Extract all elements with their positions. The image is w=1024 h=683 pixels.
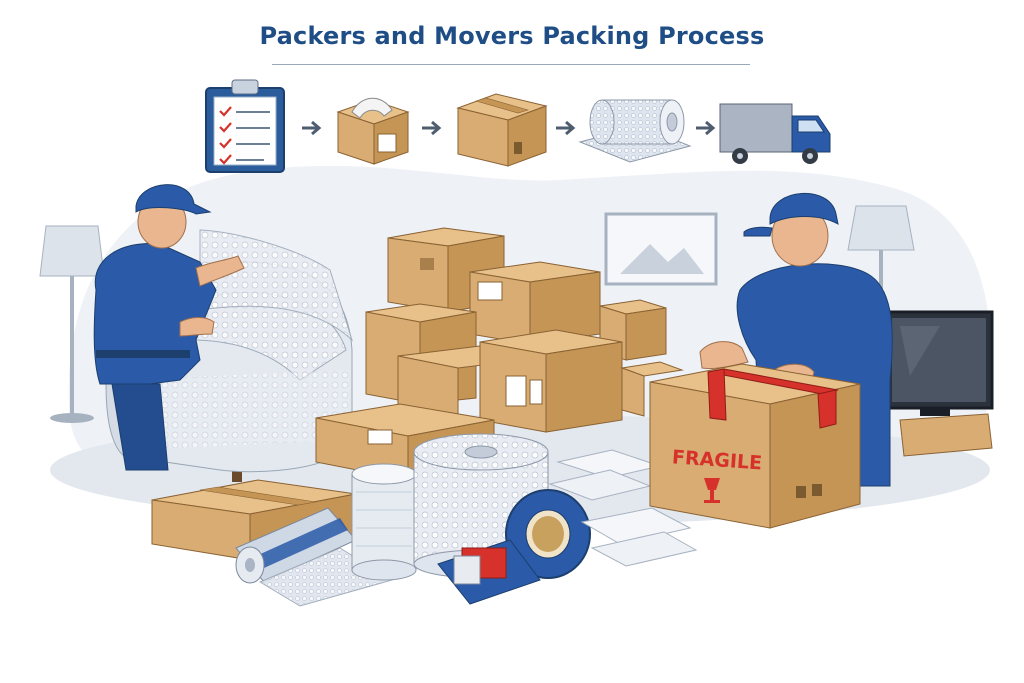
table-lamp-right xyxy=(847,205,915,310)
fragile-glass-icon xyxy=(704,478,720,503)
blue-packing-tape-roll xyxy=(505,489,591,579)
fragile-box xyxy=(649,363,861,529)
title-underline xyxy=(272,64,750,65)
mover-left xyxy=(93,184,245,471)
handling-symbol-icon xyxy=(796,484,822,498)
page-title: Packers and Movers Packing Process xyxy=(259,22,765,50)
tape-dispenser xyxy=(437,539,541,605)
process-arrow xyxy=(422,120,442,136)
television xyxy=(884,310,994,416)
sealed-box-icon xyxy=(456,93,548,167)
mover-right xyxy=(699,192,893,487)
delivery-truck-icon xyxy=(719,103,831,164)
process-arrow xyxy=(302,120,322,136)
checklist-clipboard-icon xyxy=(205,79,285,173)
process-arrow xyxy=(696,120,716,136)
small-box-right xyxy=(899,413,993,457)
wall-picture-frame xyxy=(604,212,718,286)
clear-tape-roll-tall xyxy=(351,463,417,581)
open-taped-box-icon xyxy=(336,97,410,165)
process-arrow xyxy=(556,120,576,136)
bubble-wrap-roll-icon xyxy=(578,99,692,163)
